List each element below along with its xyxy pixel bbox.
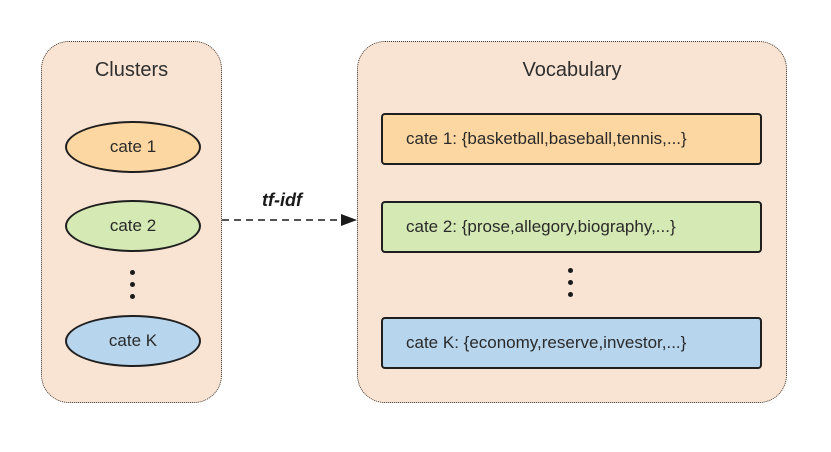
vocab-box-label: cate 2: {prose,allegory,biography,...} bbox=[406, 217, 676, 236]
clusters-panel: Clusters cate 1 cate 2 cate K bbox=[41, 41, 222, 403]
cluster-node-cate-k: cate K bbox=[65, 315, 201, 367]
ellipsis-dot bbox=[130, 294, 135, 299]
clusters-title: Clusters bbox=[94, 59, 169, 81]
ellipsis-dot bbox=[568, 292, 573, 297]
vocab-box-label: cate 1: {basketball,baseball,tennis,...} bbox=[406, 129, 687, 148]
cluster-node-cate-2: cate 2 bbox=[65, 200, 201, 252]
vocab-box-label: cate K: {economy,reserve,investor,...} bbox=[406, 333, 687, 352]
arrow-head-icon bbox=[341, 214, 357, 226]
arrow-label: tf-idf bbox=[262, 190, 302, 210]
dashed-arrow bbox=[222, 214, 357, 226]
vocabulary-panel: Vocabulary cate 1: {basketball,baseball,… bbox=[357, 41, 787, 403]
cluster-ellipsis bbox=[130, 270, 136, 306]
vocabulary-title: Vocabulary bbox=[522, 59, 622, 81]
ellipsis-dot bbox=[568, 280, 573, 285]
cluster-node-label: cate 2 bbox=[109, 216, 157, 235]
cluster-node-label: cate 1 bbox=[109, 137, 157, 156]
vocab-box-cate-2: cate 2: {prose,allegory,biography,...} bbox=[381, 201, 762, 253]
cluster-node-cate-1: cate 1 bbox=[65, 121, 201, 173]
vocab-ellipsis bbox=[568, 268, 574, 304]
vocab-box-cate-k: cate K: {economy,reserve,investor,...} bbox=[381, 317, 762, 369]
ellipsis-dot bbox=[130, 270, 135, 275]
ellipsis-dot bbox=[568, 268, 573, 273]
ellipsis-dot bbox=[130, 282, 135, 287]
vocab-box-cate-1: cate 1: {basketball,baseball,tennis,...} bbox=[381, 113, 762, 165]
cluster-node-label: cate K bbox=[108, 331, 158, 350]
